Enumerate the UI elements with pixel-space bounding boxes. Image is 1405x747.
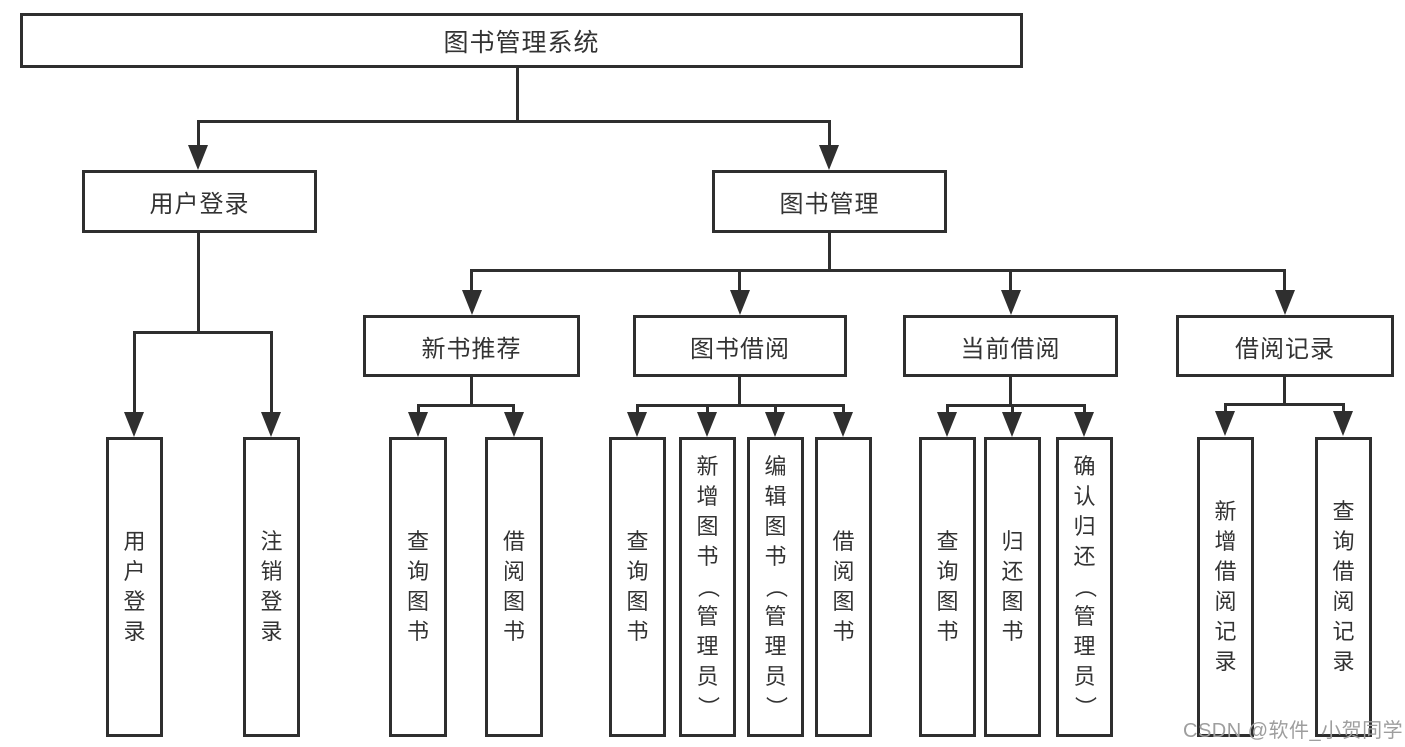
connector-line: [946, 406, 949, 416]
arrowhead-down-icon: [462, 290, 482, 315]
connector-line: [1283, 377, 1286, 406]
connector-line: [636, 404, 845, 407]
connector-line: [470, 271, 473, 291]
connector-line: [842, 406, 845, 416]
connector-line: [270, 333, 273, 413]
arrowhead-down-icon: [730, 290, 750, 315]
leaf-query-books-1: 查询图书: [389, 437, 447, 737]
arrowhead-down-icon: [697, 412, 717, 437]
arrowhead-down-icon: [1275, 290, 1295, 315]
leaf-add-books-admin: 新增图书（管理员）: [679, 437, 736, 737]
arrowhead-down-icon: [1001, 290, 1021, 315]
arrowhead-down-icon: [124, 412, 144, 437]
connector-line: [197, 120, 831, 123]
arrowhead-down-icon: [408, 412, 428, 437]
connector-line: [828, 121, 831, 147]
connector-line: [133, 331, 273, 334]
node-book-borrowing: 图书借阅: [633, 315, 847, 377]
leaf-borrow-books-1: 借阅图书: [485, 437, 543, 737]
connector-line: [774, 406, 777, 416]
leaf-borrow-books-2: 借阅图书: [815, 437, 872, 737]
connector-line: [516, 67, 519, 122]
connector-line: [1083, 406, 1086, 416]
arrowhead-down-icon: [1215, 411, 1235, 436]
arrowhead-down-icon: [765, 412, 785, 437]
connector-line: [512, 406, 515, 416]
arrowhead-down-icon: [188, 145, 208, 170]
leaf-query-borrow-record: 查询借阅记录: [1315, 437, 1372, 737]
leaf-return-books: 归还图书: [984, 437, 1041, 737]
connector-line: [1009, 377, 1012, 407]
arrowhead-down-icon: [627, 412, 647, 437]
leaf-user-login: 用户登录: [106, 437, 163, 737]
connector-line: [1011, 406, 1014, 416]
connector-line: [197, 233, 200, 334]
node-user-login: 用户登录: [82, 170, 317, 233]
leaf-confirm-return-admin: 确认归还（管理员）: [1056, 437, 1113, 737]
arrowhead-down-icon: [1074, 412, 1094, 437]
watermark: CSDN @软件_小贺同学: [1183, 720, 1404, 742]
leaf-logout: 注销登录: [243, 437, 300, 737]
connector-line: [636, 406, 639, 416]
arrowhead-down-icon: [1333, 411, 1353, 436]
node-new-book-recommend: 新书推荐: [363, 315, 580, 377]
node-current-borrowing: 当前借阅: [903, 315, 1118, 377]
node-book-management: 图书管理: [712, 170, 947, 233]
connector-line: [197, 121, 200, 147]
leaf-query-books-2: 查询图书: [609, 437, 666, 737]
connector-line: [417, 406, 420, 416]
arrowhead-down-icon: [833, 412, 853, 437]
leaf-add-borrow-record: 新增借阅记录: [1197, 437, 1254, 737]
connector-line: [1224, 405, 1227, 415]
arrowhead-down-icon: [819, 145, 839, 170]
connector-line: [470, 269, 1286, 272]
connector-line: [738, 271, 741, 291]
connector-line: [470, 377, 473, 407]
arrowhead-down-icon: [504, 412, 524, 437]
node-library-management-system: 图书管理系统: [20, 13, 1023, 68]
arrowhead-down-icon: [937, 412, 957, 437]
connector-line: [1009, 271, 1012, 291]
connector-line: [706, 406, 709, 416]
arrowhead-down-icon: [1002, 412, 1022, 437]
connector-line: [133, 333, 136, 413]
leaf-edit-books-admin: 编辑图书（管理员）: [747, 437, 804, 737]
connector-line: [828, 233, 831, 271]
connector-line: [417, 404, 515, 407]
connector-line: [1283, 271, 1286, 291]
connector-line: [1342, 405, 1345, 415]
arrowhead-down-icon: [261, 412, 281, 437]
node-borrow-records: 借阅记录: [1176, 315, 1394, 377]
connector-line: [946, 404, 1086, 407]
connector-line: [738, 377, 741, 407]
connector-line: [1224, 403, 1345, 406]
leaf-query-books-3: 查询图书: [919, 437, 976, 737]
